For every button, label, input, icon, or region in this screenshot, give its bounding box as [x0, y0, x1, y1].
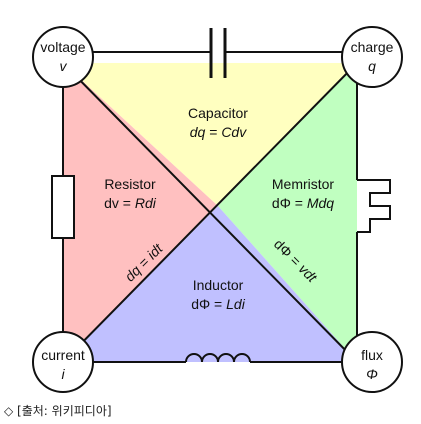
resistor-region — [63, 63, 218, 362]
charge-node-name: charge — [351, 39, 394, 55]
memristor-name: Memristor — [272, 176, 335, 192]
resistor-name: Resistor — [104, 176, 156, 192]
current-node-name: current — [41, 347, 85, 363]
flux-node-name: flux — [361, 347, 383, 363]
source-caption: ◇ [출처: 위키피디아] — [4, 404, 112, 418]
charge-node-symbol: q — [368, 58, 376, 74]
resistor-label: Resistor dv = Rdi — [104, 176, 157, 211]
capacitor-region — [63, 63, 357, 206]
capacitor-name: Capacitor — [188, 105, 248, 121]
charge-node: charge q — [341, 26, 403, 88]
capacitor-equation: dq = Cdv — [190, 124, 247, 140]
inductor-equation: dΦ = Ldi — [191, 296, 246, 312]
flux-node-symbol: Φ — [366, 366, 378, 382]
circuit-elements-diagram: voltage v charge q current i flux Φ Capa… — [32, 26, 403, 393]
current-node: current i — [32, 331, 94, 393]
voltage-node-symbol: v — [60, 58, 68, 74]
voltage-node-name: voltage — [40, 39, 85, 55]
diagonal-left-equation: dq = idt — [121, 240, 166, 285]
resistor-equation: dv = Rdi — [104, 195, 157, 211]
capacitor-label: Capacitor dq = Cdv — [188, 105, 248, 140]
memristor-equation: dΦ = Mdq — [272, 195, 334, 211]
inductor-label: Inductor dΦ = Ldi — [191, 277, 246, 312]
memristor-region — [218, 63, 357, 362]
diagonal-charge-current — [62, 62, 358, 363]
flux-node: flux Φ — [341, 331, 403, 393]
inductor-name: Inductor — [193, 277, 244, 293]
voltage-node: voltage v — [32, 26, 94, 88]
memristor-symbol — [356, 63, 391, 362]
inductor-region — [63, 206, 357, 362]
memristor-label: Memristor dΦ = Mdq — [272, 176, 335, 211]
current-node-symbol: i — [61, 366, 65, 382]
